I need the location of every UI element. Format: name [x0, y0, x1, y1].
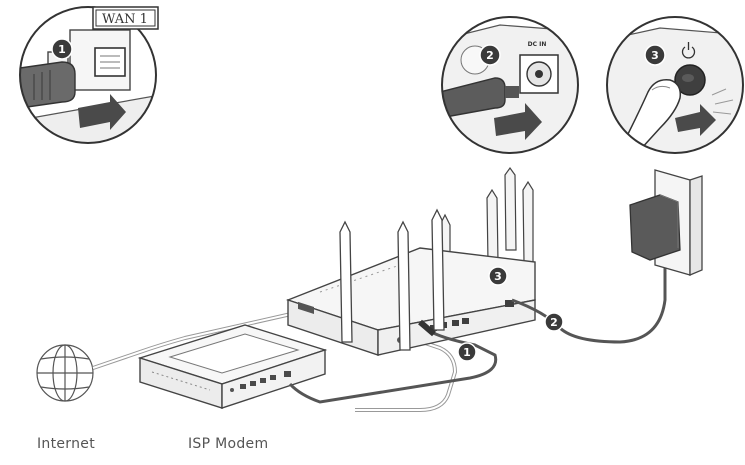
- power-icon: [681, 42, 696, 59]
- isp-modem: [137, 324, 328, 409]
- insert-arrow: [494, 103, 542, 140]
- svg-text:WAN 1: WAN 1: [102, 12, 148, 27]
- ethernet-plug: [20, 61, 76, 109]
- svg-text:3: 3: [651, 49, 659, 62]
- router: [285, 166, 536, 356]
- callout-dc-in: DC IN 2: [441, 16, 579, 154]
- svg-text:3: 3: [494, 270, 502, 283]
- internet-label: Internet: [37, 436, 95, 452]
- step-badge: 1: [51, 38, 73, 60]
- power-cable: [511, 255, 667, 344]
- callout-wan-port: 1 WAN 1: [19, 6, 159, 144]
- step-badge: 2: [479, 44, 501, 66]
- svg-text:1: 1: [463, 346, 471, 359]
- wan-port-label: WAN 1: [92, 6, 159, 30]
- power-adapter: [629, 169, 703, 276]
- step-badge: 3: [644, 44, 666, 66]
- globe-icon: [36, 344, 94, 402]
- cable-marker-3: 3: [488, 266, 508, 286]
- isp-modem-label: ISP Modem: [188, 436, 269, 452]
- callout-power-button: 3: [606, 16, 744, 154]
- press-arrow: [675, 104, 716, 136]
- power-plug: [442, 77, 506, 119]
- cable-marker-1: 1: [457, 342, 477, 362]
- svg-text:DC IN: DC IN: [528, 41, 547, 48]
- ethernet-cable: [288, 319, 498, 404]
- svg-text:1: 1: [58, 43, 66, 56]
- svg-text:2: 2: [486, 49, 494, 62]
- svg-text:2: 2: [550, 316, 558, 329]
- insert-arrow: [78, 94, 126, 130]
- finger: [624, 79, 682, 151]
- cable-marker-2: 2: [544, 312, 564, 332]
